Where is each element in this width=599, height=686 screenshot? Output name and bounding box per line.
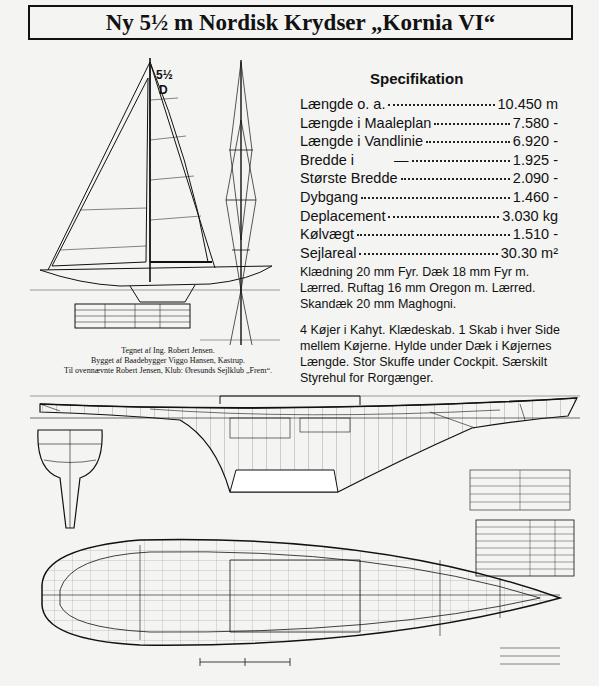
sail-letter: D xyxy=(159,83,168,97)
spec-row: Største Bredde 2.090 - xyxy=(300,170,558,186)
dot-leader xyxy=(359,253,497,255)
spec-name: Sejlareal xyxy=(300,245,356,261)
spec-value: 2.090 - xyxy=(513,170,558,186)
construction-note: Klædning 20 mm Fyr. Dæk 18 mm Fyr m. Lær… xyxy=(300,264,562,312)
dot-leader xyxy=(357,234,510,236)
spec-row: Kølvægt 1.510 - xyxy=(300,226,558,242)
spec-name: Største Bredde xyxy=(300,170,398,186)
spec-row: Sejlareal 30.30 m² xyxy=(300,245,558,261)
spec-name: Kølvægt xyxy=(300,226,354,242)
dot-leader xyxy=(388,104,494,106)
body-section xyxy=(38,430,102,528)
profile-plan xyxy=(30,396,580,492)
half-breadth-plan xyxy=(42,470,574,666)
spec-name: Længde i Vandlinie xyxy=(300,133,423,149)
spec-row: Deplacement 3.030 kg xyxy=(300,208,558,224)
dot-leader xyxy=(426,141,510,143)
spec-dash: — xyxy=(394,152,409,168)
dot-leader xyxy=(412,160,510,162)
dot-leader xyxy=(434,123,509,125)
dot-leader xyxy=(361,197,510,199)
page-title: Ny 5½ m Nordisk Krydser „Kornia VI“ xyxy=(28,5,573,40)
spec-value: 3.030 kg xyxy=(502,208,558,224)
spec-value: 6.920 - xyxy=(513,133,558,149)
spec-value: 10.450 m xyxy=(498,96,558,112)
credit-line: Til ovennævnte Robert Jensen, Klub: Øres… xyxy=(64,366,272,375)
interior-note: 4 Køjer i Kahyt. Klædeskab. 1 Skab i hve… xyxy=(300,322,562,386)
spec-value: 1.510 - xyxy=(513,226,558,242)
credit-line: Bygget af Baadebygger Viggo Hansen, Kast… xyxy=(91,356,245,365)
spec-value: 7.580 - xyxy=(513,115,558,131)
spec-name: Længde o. a. xyxy=(300,96,385,112)
spec-heading: Specifikation xyxy=(370,70,463,87)
sail-number: 5½ xyxy=(156,68,173,82)
spec-row: Længde o. a. 10.450 m xyxy=(300,96,558,112)
mast-rig xyxy=(226,60,256,345)
spec-row: Længde i Maaleplan 7.580 - xyxy=(300,115,558,131)
dot-leader xyxy=(388,216,499,218)
spec-value: 1.460 - xyxy=(513,189,558,205)
spec-value: 30.30 m² xyxy=(501,245,558,261)
spec-name: Deplacement xyxy=(300,208,385,224)
spec-name: Bredde i xyxy=(300,152,354,168)
spec-row: Bredde i — 1.925 - xyxy=(300,152,558,168)
spec-row: Dybgang 1.460 - xyxy=(300,189,558,205)
dot-leader xyxy=(401,178,510,180)
spec-value: 1.925 - xyxy=(513,152,558,168)
spec-row: Længde i Vandlinie 6.920 - xyxy=(300,133,558,149)
spec-name: Længde i Maaleplan xyxy=(300,115,431,131)
credit-line: Tegnet af Ing. Robert Jensen. xyxy=(121,346,215,355)
spec-name: Dybgang xyxy=(300,189,358,205)
